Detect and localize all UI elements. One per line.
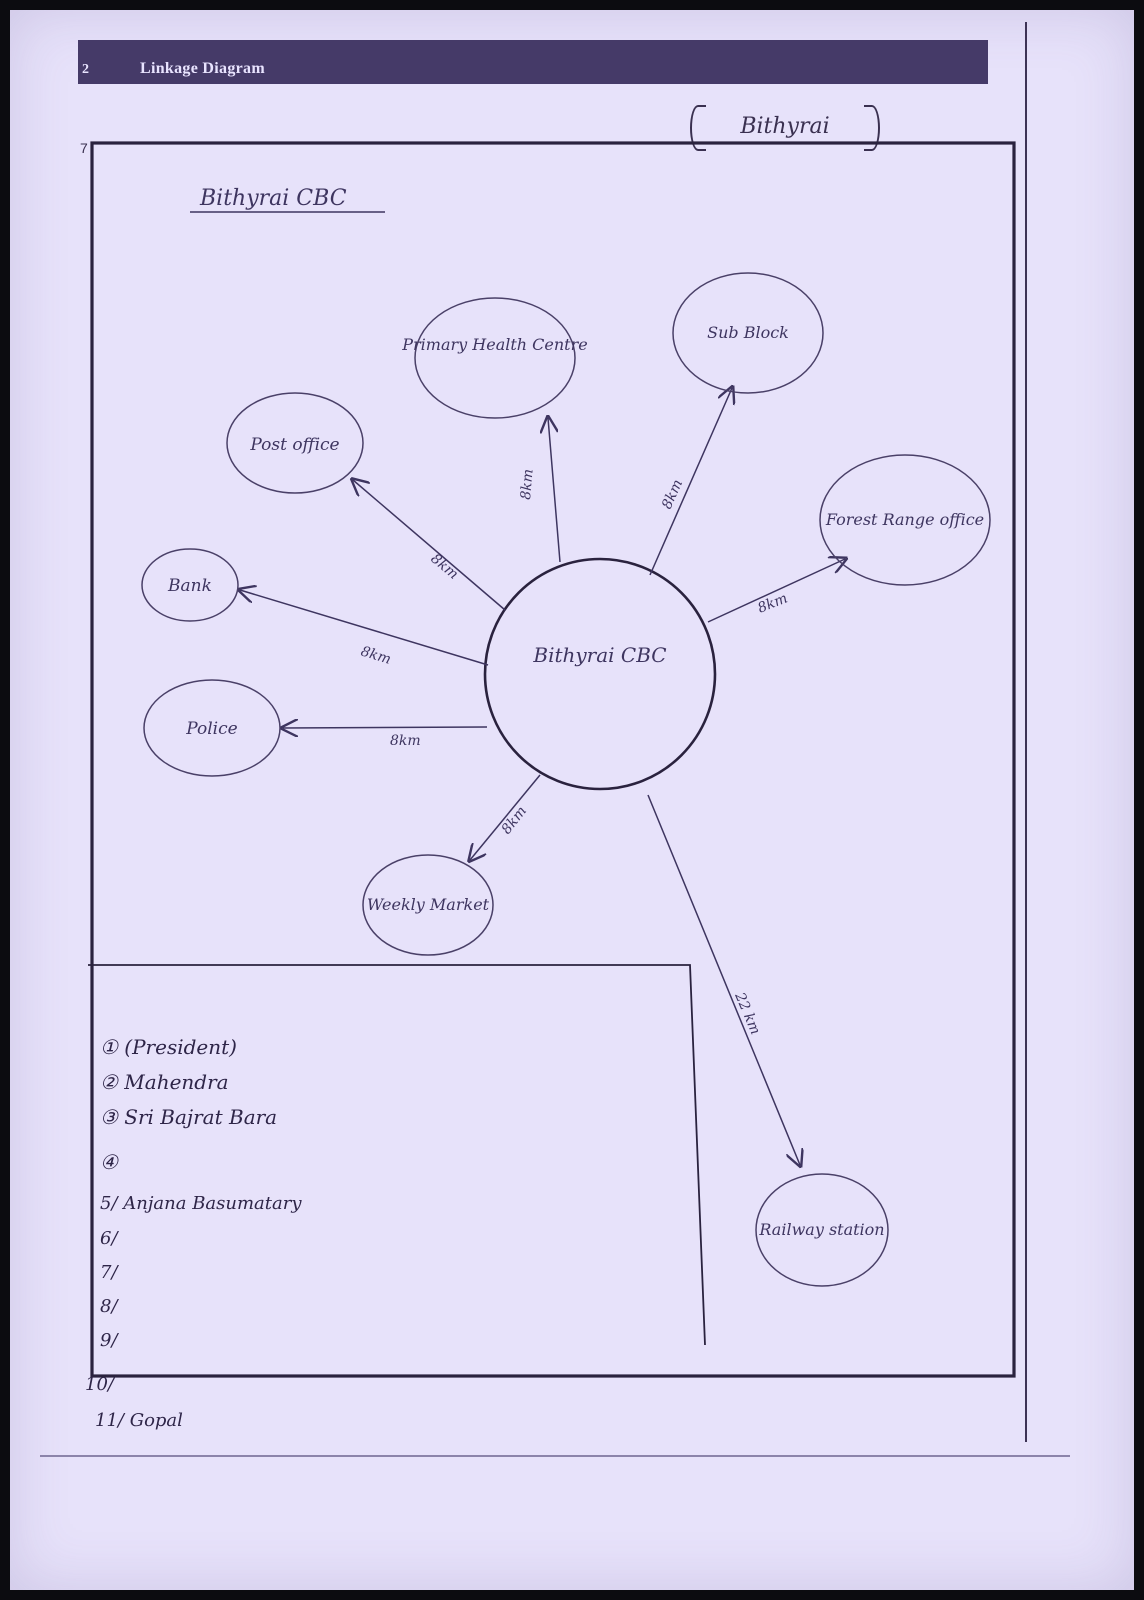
document-page [10,10,1134,1590]
node-post-office-label: Post office [249,435,339,455]
node-weekly-market [362,854,494,956]
link-sub-block [649,388,732,576]
link-police-label: 8km [390,733,421,749]
center-node-label: Bithyrai CBC [532,643,666,667]
link-post-office [353,480,506,611]
link-weekly-market [470,774,541,860]
corner-label-text: Bithyrai [740,113,830,139]
node-railway-station [755,1173,889,1287]
link-health-centre [548,418,561,563]
legend-item: 11/ Gopal [95,1410,183,1431]
legend-item: 7/ [100,1262,118,1283]
node-weekly-market-label: Weekly Market [367,895,490,914]
center-node [483,557,717,791]
link-post-office-label: 8km [427,551,461,583]
node-sub-block-label: Sub Block [707,323,789,342]
legend-item: 10/ [85,1374,114,1395]
node-bank-label: Bank [167,576,212,596]
link-sub-block-label: 8km [659,477,686,512]
page-mark: 7 [80,140,88,156]
link-bank [240,590,489,666]
legend-item: ④ [100,1150,118,1174]
link-forest-range [707,559,845,623]
node-bank [141,548,239,622]
corner-label: Bithyrai [690,105,880,151]
page-number: 2 [82,62,89,77]
diagram-frame [90,141,1016,1378]
section-title: Linkage Diagram [140,60,265,77]
node-sub-block [672,272,824,394]
node-health-centre-label: Primary Health Centre [401,335,587,354]
legend-item: ③ Sri Bajrat Bara [100,1105,278,1129]
node-health-centre [414,297,576,419]
node-forest-range [819,454,991,586]
link-bank-label: 8km [359,644,393,668]
legend-item: 5/ Anjana Basumatary [100,1193,302,1214]
diagram-title: Bithyrai CBC [199,186,347,211]
link-police [283,727,488,728]
link-weekly-market-label: 8km [499,803,530,837]
node-police [143,679,281,777]
legend-box-border [88,964,706,1346]
right-margin-rule [1025,22,1027,1442]
legend-item: 6/ [100,1228,118,1249]
legend-item: 8/ [100,1296,118,1317]
link-railway-station [647,794,800,1165]
node-post-office [226,392,364,494]
legend-item: ② Mahendra [100,1070,229,1094]
node-railway-station-label: Railway station [758,1220,884,1239]
bottom-rule [40,1455,1070,1457]
link-forest-range-label: 8km [756,590,790,616]
node-forest-range-label: Forest Range office [825,510,984,529]
link-health-centre-label: 8km [518,468,537,500]
legend-item: 9/ [100,1330,118,1351]
legend-item: ① (President) [100,1035,237,1059]
link-railway-station-label: 22 km [731,989,763,1037]
node-police-label: Police [185,719,237,739]
header-bar [78,40,988,84]
